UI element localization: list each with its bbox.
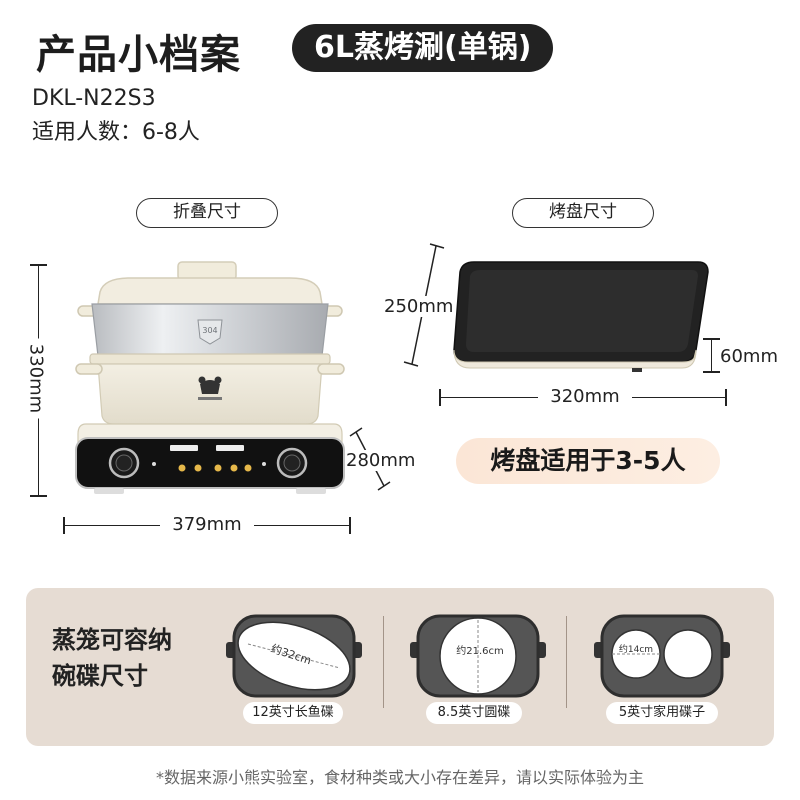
pan-size-label: 烤盘尺寸: [512, 198, 654, 228]
model-number: DKL-N22S3: [32, 86, 156, 111]
steel-304-emblem: [197, 319, 223, 345]
footnote: *数据来源小熊实验室，食材种类或大小存在差异，请以实际体验为主: [155, 768, 644, 787]
steamer-title-line2: 碗碟尺寸: [52, 662, 148, 690]
small-plate-label: 5英寸家用碟子: [606, 702, 718, 724]
divider: [383, 616, 384, 708]
small-plate-size: 约14cm: [619, 643, 653, 655]
page-title: 产品小档案: [36, 32, 241, 78]
round-plate-diagram: 约21.6cm: [410, 614, 546, 698]
divider: [566, 616, 567, 708]
fish-plate-label: 12英寸长鱼碟: [243, 702, 343, 724]
folded-width-value: 379mm: [160, 514, 254, 535]
steamer-title-line1: 蒸笼可容纳: [52, 626, 172, 654]
bear-logo-icon: [198, 376, 222, 400]
small-plate-diagram: 约14cm: [594, 614, 730, 698]
pan-height-line: [711, 338, 712, 372]
steel-304-text: 304: [202, 326, 217, 335]
pan-height-value: 60mm: [720, 346, 778, 367]
product-type-badge: 6L蒸烤涮(单锅): [292, 24, 554, 72]
digital-display: [170, 445, 244, 451]
pan-depth-value: 250mm: [384, 296, 454, 317]
baking-pan-illustration: [453, 261, 709, 372]
folded-size-label: 折叠尺寸: [136, 198, 278, 228]
folded-height-value: 330mm: [25, 338, 47, 419]
fish-plate-diagram: 约32cm: [226, 614, 362, 698]
round-plate-size: 约21.6cm: [456, 644, 504, 657]
control-panel: [75, 437, 345, 489]
folded-depth-value: 280mm: [346, 450, 416, 471]
round-plate-label: 8.5英寸圆碟: [426, 702, 522, 724]
pan-suitable-badge: 烤盘适用于3-5人: [456, 438, 720, 484]
function-buttons[interactable]: [152, 462, 266, 472]
suitable-people: 适用人数：6-8人: [32, 120, 200, 145]
hotpot-illustration: 304: [75, 261, 345, 494]
pan-width-value: 320mm: [538, 386, 632, 407]
